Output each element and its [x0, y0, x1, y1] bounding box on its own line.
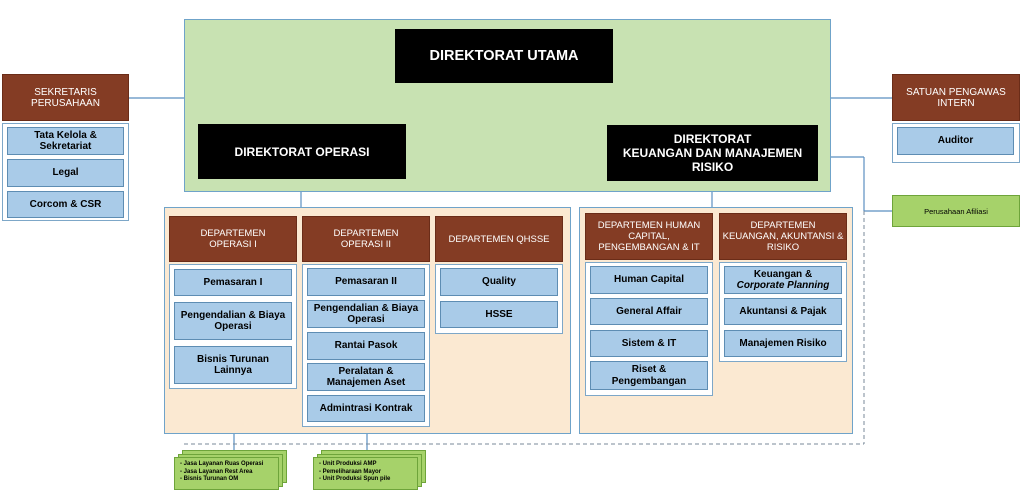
title-line: OPERASI I	[209, 239, 257, 250]
operasi-1-unit-list: - Jasa Layanan Ruas Operasi - Jasa Layan…	[174, 457, 279, 490]
title-line: DEPARTEMEN	[200, 228, 266, 239]
unit-label: Pengembangan	[611, 375, 687, 387]
dept-operasi-1-title: DEPARTEMEN OPERASI I	[169, 216, 297, 262]
unit-label: Operasi	[214, 321, 252, 332]
direktorat-utama: DIREKTORAT UTAMA	[395, 29, 613, 83]
unit-sistem-it: Sistem & IT	[590, 330, 708, 357]
direktorat-keuangan-line: KEUANGAN DAN MANAJEMEN	[622, 146, 803, 160]
unit-label: Pengendalian & Biaya	[180, 309, 286, 321]
unit-label: Pengendalian & Biaya	[313, 302, 419, 314]
unit-pengendalian-biaya-2: Pengendalian & Biaya Operasi	[307, 300, 425, 328]
unit-general-affair: General Affair	[590, 298, 708, 325]
direktorat-keuangan-line: RISIKO	[691, 160, 734, 174]
unit-keuangan-corporate-planning: Keuangan & Corporate Planning	[724, 266, 842, 294]
unit-rantai-pasok: Rantai Pasok	[307, 332, 425, 360]
unit-list-item: - Unit Produksi AMP	[319, 461, 377, 467]
unit-label: Keuangan &	[753, 268, 813, 280]
title-line: RISIKO	[766, 242, 800, 253]
unit-pengendalian-biaya-1: Pengendalian & Biaya Operasi	[174, 302, 292, 340]
title-line: PENGEMBANGAN & IT	[598, 242, 700, 253]
unit-manajemen-risiko: Manajemen Risiko	[724, 330, 842, 357]
title-line: OPERASI II	[340, 239, 392, 250]
dept-operasi-2-title: DEPARTEMEN OPERASI II	[302, 216, 430, 262]
unit-label: Operasi	[347, 314, 385, 325]
title-line: DEPARTEMEN	[750, 220, 816, 231]
unit-akuntansi-pajak: Akuntansi & Pajak	[724, 298, 842, 325]
unit-quality: Quality	[440, 268, 558, 296]
unit-human-capital: Human Capital	[590, 266, 708, 294]
unit-riset-pengembangan: Riset & Pengembangan	[590, 361, 708, 390]
direktorat-operasi: DIREKTORAT OPERASI	[198, 124, 406, 179]
unit-label: Tata Kelola &	[34, 129, 97, 141]
unit-peralatan-aset: Peralatan & Manajemen Aset	[307, 363, 425, 391]
title-line: CAPITAL,	[628, 231, 670, 242]
unit-auditor: Auditor	[897, 127, 1014, 155]
spi-title: SATUAN PENGAWAS INTERN	[892, 74, 1020, 121]
unit-list-item: - Jasa Layanan Rest Area	[180, 468, 253, 475]
unit-label: Lainnya	[214, 365, 252, 376]
unit-hsse: HSSE	[440, 301, 558, 328]
dept-keuangan-title: DEPARTEMEN KEUANGAN, AKUNTANSI & RISIKO	[719, 213, 847, 260]
unit-label: Bisnis Turunan	[196, 353, 270, 365]
perusahaan-afiliasi: Perusahaan Afiliasi	[892, 195, 1020, 227]
sekretaris-perusahaan-title: SEKRETARIS PERUSAHAAN	[2, 74, 129, 121]
unit-list-item: - Bisnis Turunan OM	[180, 476, 239, 482]
unit-list-item: - Jasa Layanan Ruas Operasi	[180, 461, 264, 467]
unit-list-item: - Pemeliharaan Mayor	[319, 468, 382, 475]
title-line: DEPARTEMEN QHSSE	[448, 233, 550, 245]
unit-label: Sekretariat	[39, 141, 92, 152]
unit-label: Manajemen Aset	[326, 377, 406, 388]
unit-corcom-csr: Corcom & CSR	[7, 191, 124, 218]
title-line: SEKRETARIS	[34, 86, 97, 98]
unit-label: Peralatan &	[338, 365, 394, 377]
title-line: INTERN	[937, 97, 975, 109]
title-line: SATUAN PENGAWAS	[906, 86, 1006, 98]
unit-tata-kelola: Tata Kelola & Sekretariat	[7, 127, 124, 155]
unit-legal: Legal	[7, 159, 124, 187]
unit-administrasi-kontrak: Admintrasi Kontrak	[307, 395, 425, 422]
unit-label: Corporate Planning	[736, 280, 830, 291]
title-line: PERUSAHAAN	[31, 97, 100, 109]
unit-list-item: - Unit Produksi Spun pile	[319, 476, 391, 482]
title-line: DEPARTEMEN HUMAN	[597, 220, 701, 231]
dept-qhsse-title: DEPARTEMEN QHSSE	[435, 216, 563, 262]
title-line: DEPARTEMEN	[333, 228, 399, 239]
unit-pemasaran-2: Pemasaran II	[307, 268, 425, 296]
direktorat-keuangan-line: DIREKTORAT	[673, 132, 752, 146]
unit-bisnis-turunan: Bisnis Turunan Lainnya	[174, 346, 292, 384]
direktorat-keuangan: DIREKTORAT KEUANGAN DAN MANAJEMEN RISIKO	[607, 125, 818, 181]
unit-label: Riset &	[631, 364, 667, 375]
operasi-2-unit-list: - Unit Produksi AMP - Pemeliharaan Mayor…	[313, 457, 418, 490]
title-line: KEUANGAN, AKUNTANSI &	[722, 231, 844, 242]
unit-pemasaran-1: Pemasaran I	[174, 269, 292, 296]
dept-human-capital-title: DEPARTEMEN HUMAN CAPITAL, PENGEMBANGAN &…	[585, 213, 713, 260]
